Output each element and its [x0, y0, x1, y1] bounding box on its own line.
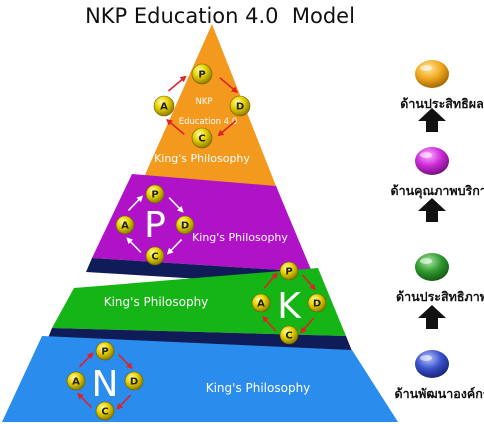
top-center-line-2: Education 4.0 [179, 117, 238, 127]
pdca-ball-p [145, 184, 165, 204]
pdca-letter-a: A [160, 102, 168, 113]
cycle-arrow [217, 120, 237, 137]
pdca-letter-d: D [313, 299, 321, 310]
pdca-letter-p: P [285, 267, 292, 278]
pdca-letter-c: C [285, 331, 292, 342]
pdca-ball-d [307, 293, 327, 313]
cycle-arrow [166, 238, 183, 255]
cycle-arrow [263, 272, 278, 289]
pdca-letter-c: C [151, 252, 158, 263]
side-label-org-development: ด้านพัฒนาองค์กร [394, 386, 484, 401]
pdca-ball-a [153, 95, 175, 117]
pdca-ball-d [229, 95, 251, 117]
pdca-ring-top: P D C A [153, 63, 251, 149]
side-label-efficiency: ด้านประสิทธิภาพ [395, 289, 484, 304]
pdca-ring-p: P D C A [115, 184, 195, 266]
p-philosophy-label: King's Philosophy [192, 231, 288, 244]
pdca-ring-n: P D C A [66, 341, 144, 421]
side-label-service-quality: ด้านคุณภาพบริการ [390, 183, 484, 198]
pdca-letter-d: D [181, 221, 189, 232]
n-big-letter: N [92, 364, 119, 405]
layer-top [140, 24, 276, 186]
pdca-letter-p: P [151, 190, 158, 201]
pdca-letter-c: C [101, 407, 108, 418]
p-big-letter: P [144, 205, 166, 246]
top-center-line-1: NKP [195, 97, 212, 107]
pdca-ball-p [191, 63, 213, 85]
k-philosophy-label: King's Philosophy [104, 295, 209, 309]
side-sphere-purple [415, 147, 449, 175]
pdca-ball-c [191, 127, 213, 149]
diagram-title: NKP Education 4.0 Model [85, 4, 355, 28]
cycle-arrow [126, 237, 142, 253]
pdca-ball-c [279, 325, 299, 345]
pdca-ball-d [175, 215, 195, 235]
pdca-ball-p [95, 341, 115, 361]
cycle-arrow [116, 394, 132, 410]
k-big-letter: K [277, 286, 302, 327]
cycle-arrow [301, 274, 316, 291]
up-arrow-icon [418, 198, 446, 222]
pdca-letter-d: D [236, 102, 244, 113]
sphere-highlight [420, 65, 432, 71]
pdca-ball-c [145, 246, 165, 266]
pdca-ring-k: P D C A [251, 261, 327, 345]
pdca-letter-p: P [198, 70, 205, 81]
cycle-arrow [127, 195, 144, 212]
sphere-highlight [420, 152, 432, 158]
top-philosophy-label: King's Philosophy [154, 152, 250, 165]
cycle-arrow [168, 197, 184, 213]
pdca-letter-c: C [198, 134, 205, 145]
pdca-letter-a: A [72, 377, 80, 388]
side-sphere-orange [415, 60, 449, 88]
up-arrow-icon [418, 108, 446, 132]
n-philosophy-label: King's Philosophy [206, 381, 311, 395]
pdca-ball-p [279, 261, 299, 281]
cycle-arrow [300, 317, 315, 334]
cycle-arrow [219, 77, 238, 94]
sphere-highlight [420, 355, 432, 361]
cycle-arrow [167, 75, 187, 92]
pdca-letter-d: D [130, 377, 138, 388]
pdca-ball-a [66, 371, 86, 391]
side-sphere-green [415, 253, 449, 281]
sphere-highlight [420, 258, 432, 264]
cycle-arrow [77, 392, 92, 409]
cycle-arrow [118, 353, 133, 370]
pdca-letter-a: A [257, 299, 265, 310]
pdca-letter-a: A [121, 221, 129, 232]
cycle-arrow [262, 315, 277, 332]
cycle-arrow [166, 118, 185, 135]
cycle-arrow [78, 352, 94, 368]
pdca-ball-a [115, 215, 135, 235]
pdca-letter-p: P [101, 347, 108, 358]
layer-k [52, 268, 346, 336]
pdca-ball-c [95, 401, 115, 421]
side-label-effectiveness: ด้านประสิทธิผล [400, 96, 484, 111]
pdca-ball-a [251, 293, 271, 313]
pdca-ball-d [124, 371, 144, 391]
side-sphere-blue [415, 350, 449, 378]
up-arrow-icon [418, 305, 446, 329]
